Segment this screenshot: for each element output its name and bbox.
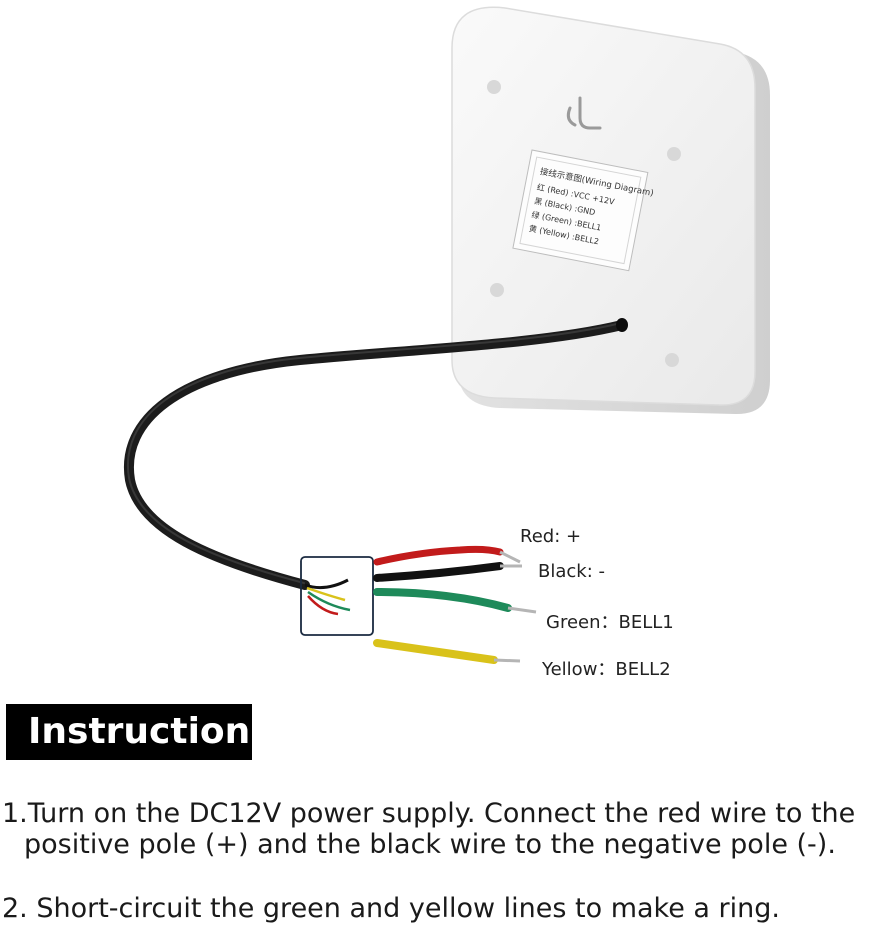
wire-black: [373, 562, 522, 582]
cable-entry: [616, 318, 628, 332]
label-green-wire: Green：BELL1: [546, 612, 674, 633]
zoom-box: [300, 556, 374, 636]
step-1-line-2: positive pole (+) and the black wire to …: [24, 829, 836, 860]
main-cable: [123, 320, 627, 590]
wire-yellow: [373, 639, 521, 664]
small-wires: [304, 578, 351, 616]
screw-hole: [665, 353, 679, 367]
label-red-wire: Red: +: [520, 526, 582, 547]
wire-green: [373, 588, 537, 614]
screw-hole: [490, 283, 504, 297]
step-1-line-1: 1.Turn on the DC12V power supply. Connec…: [2, 798, 856, 829]
screw-hole: [667, 147, 681, 161]
instruction-heading: Instruction: [6, 704, 252, 760]
step-2: 2. Short-circuit the green and yellow li…: [2, 893, 780, 924]
wiring-label-sticker: 接线示意图(Wiring Diagram) 红 (Red) :VCC +12V …: [512, 149, 655, 272]
hanging-hook-icon: [566, 96, 602, 130]
screw-hole: [487, 80, 501, 94]
label-yellow-wire: Yellow：BELL2: [542, 659, 671, 680]
label-black-wire: Black: -: [538, 561, 605, 582]
wire-red: [373, 545, 521, 566]
